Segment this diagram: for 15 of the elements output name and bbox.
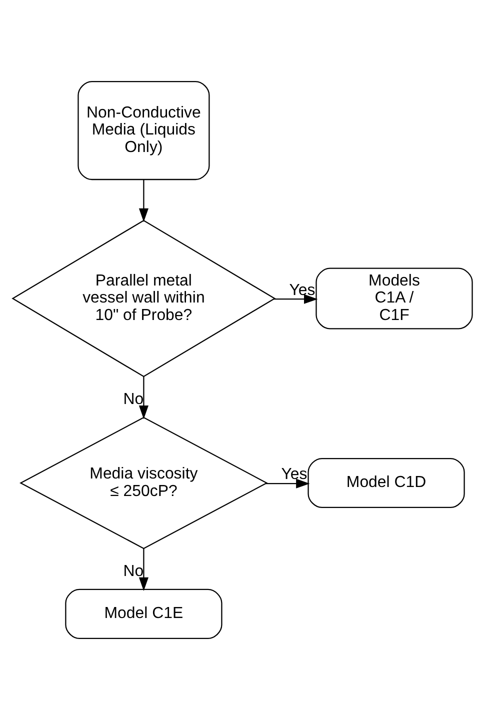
node-box: Model C1D bbox=[308, 457, 465, 508]
arrow bbox=[138, 376, 148, 419]
edge-label: Yes bbox=[281, 466, 308, 483]
arrow bbox=[138, 548, 148, 591]
arrow bbox=[274, 294, 318, 304]
edge-label: Yes bbox=[289, 281, 316, 298]
arrow bbox=[266, 478, 310, 488]
edge-label: No bbox=[123, 562, 144, 580]
node-diamond: Media viscosity ≤ 250cP? bbox=[20, 416, 268, 549]
node-box: Models C1A / C1F bbox=[316, 267, 473, 329]
node-box: Non-Conductive Media (Liquids Only) bbox=[78, 80, 210, 180]
node-diamond: Parallel metal vessel wall within 10" of Probe? bbox=[12, 219, 276, 377]
arrow bbox=[138, 179, 148, 222]
node-box: Model C1E bbox=[65, 588, 222, 639]
edge-label: No bbox=[123, 390, 144, 408]
